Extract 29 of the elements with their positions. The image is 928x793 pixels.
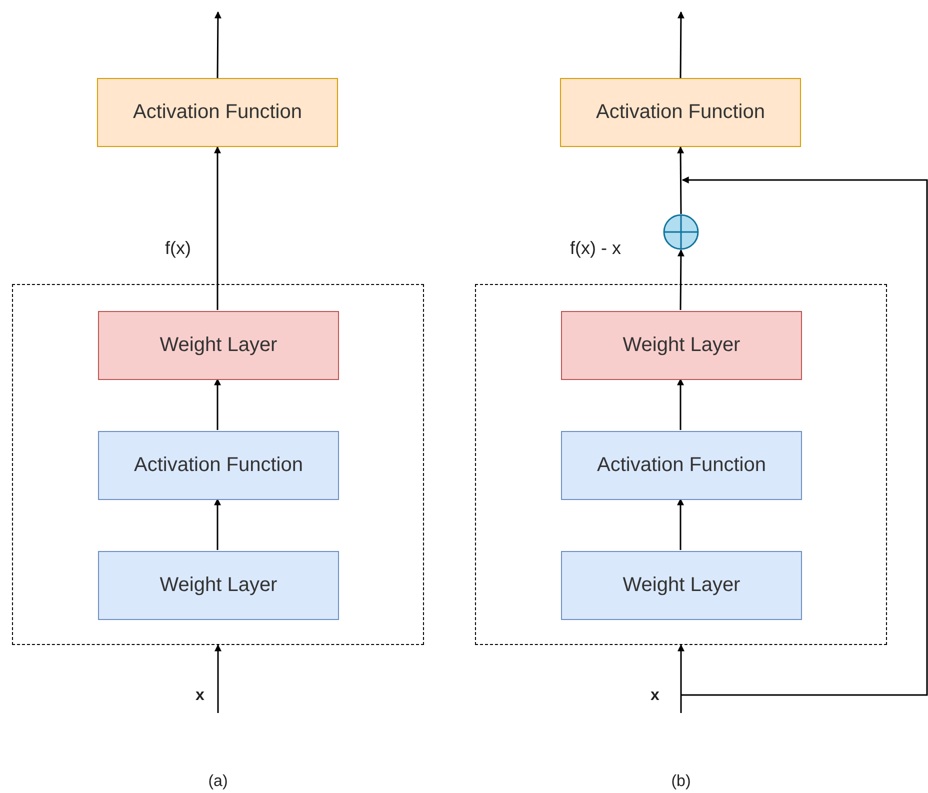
residual-block-frame: [475, 284, 887, 645]
activation-function-box: Activation Function: [561, 431, 802, 500]
arrow: [214, 498, 221, 550]
skip-connection-arrow: [681, 176, 928, 696]
residual-block-frame: [12, 284, 424, 645]
weight-layer-box: Weight Layer: [98, 311, 339, 380]
edge-label: f(x) - x: [568, 238, 623, 259]
arrow: [214, 378, 221, 430]
arrow: [677, 249, 684, 310]
arrow: [677, 146, 684, 214]
arrow: [677, 378, 684, 430]
weight-layer-box: Weight Layer: [561, 551, 802, 620]
output-activation-box: Activation Function: [560, 78, 801, 147]
weight-layer-box: Weight Layer: [561, 311, 802, 380]
activation-function-box: Activation Function: [98, 431, 339, 500]
arrow: [677, 11, 684, 78]
weight-layer-box: Weight Layer: [98, 551, 339, 620]
arrow: [677, 498, 684, 550]
sum-node: [663, 214, 699, 250]
arrow: [678, 644, 684, 713]
input-label: x: [650, 687, 660, 705]
arrow: [214, 644, 222, 713]
arrow: [214, 146, 221, 310]
input-label: x: [196, 687, 204, 705]
panel-label: (b): [671, 773, 691, 791]
output-activation-box: Activation Function: [97, 78, 338, 147]
edge-label: f(x): [163, 238, 193, 259]
arrow: [214, 11, 222, 78]
panel-label: (a): [208, 773, 228, 791]
